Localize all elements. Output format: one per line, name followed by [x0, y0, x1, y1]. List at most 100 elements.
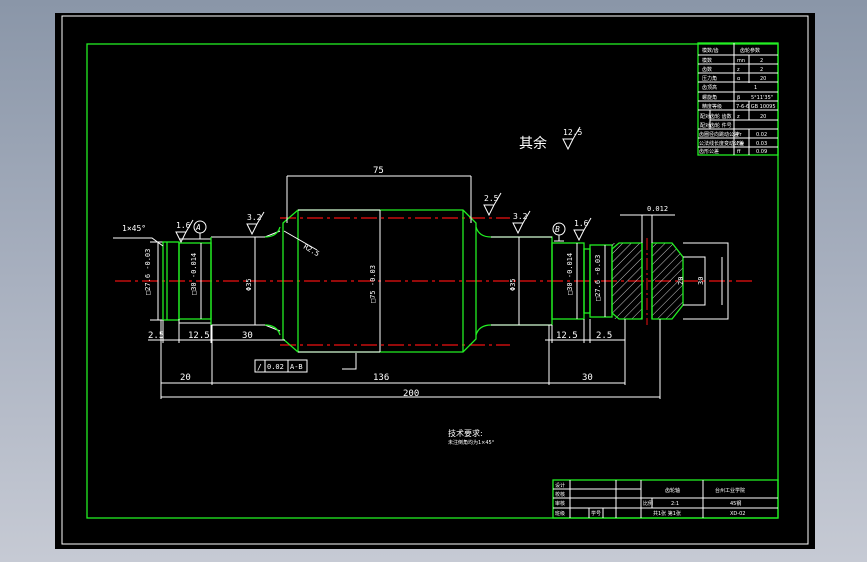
surface-roughness-note: 其余 12.5: [519, 126, 582, 152]
surface-note-label: 其余: [519, 135, 547, 152]
param-symbol: Fw: [737, 141, 744, 147]
dimension-30-right: 30: [582, 373, 593, 383]
diameter-right-bearing: □30 -0.014: [566, 253, 574, 295]
roughness-value: 1.6: [176, 221, 191, 230]
tolerance-value: 0.02: [267, 363, 284, 371]
diameter-right-end: □27.6 -0.03: [594, 255, 602, 301]
surface-note-value: 12.5: [563, 128, 582, 137]
diameter-gear-outer: 30: [697, 277, 705, 285]
param-value: 20: [760, 114, 766, 120]
param-label: 公法线长度变动公差: [699, 140, 744, 147]
title-block: 设计 校核 审核 班级 学号 齿轮轴 台州工业学院 比例 2:1 45钢 共1张…: [552, 479, 779, 519]
part-name: 齿轮轴: [665, 487, 680, 494]
tech-req-line: 未注倒角均为1×45°: [448, 439, 495, 446]
roughness-value: 3.2: [513, 212, 528, 221]
dimension-30-left: 30: [242, 331, 253, 341]
param-symbol: z: [737, 67, 740, 73]
shaft-drawing: [115, 209, 755, 353]
drawing-number: XD-02: [730, 511, 745, 517]
reviewer-label: 审核: [555, 500, 565, 507]
material: 45钢: [730, 500, 741, 507]
param-symbol: Fr: [737, 132, 743, 138]
roughness-symbols: 1.6 3.2 2.5 3.2 1.6: [175, 192, 592, 244]
roughness-symbol-icon: [246, 211, 265, 236]
diameter-left-shaft: Φ35: [245, 278, 253, 291]
param-label: 齿数: [702, 66, 712, 73]
param-header-label: 模数/齿: [702, 47, 719, 54]
roughness-symbol-icon: [483, 192, 502, 217]
param-value: 20: [760, 76, 766, 82]
diameter-center: □75 -0.03: [369, 265, 377, 303]
dimension-200: 200: [403, 389, 419, 399]
param-value: 7-6-6 GB 10095: [736, 104, 776, 110]
dimension-12.5-right: 12.5: [556, 331, 578, 341]
param-value: 2: [760, 58, 763, 64]
diameter-right-shaft: Φ35: [509, 278, 517, 291]
roughness-symbol-icon: [175, 219, 194, 244]
dimension-136: 136: [373, 373, 389, 383]
param-symbol: mn: [737, 58, 745, 64]
param-label: 齿形公差: [699, 148, 719, 155]
param-label: 齿顶高: [702, 84, 717, 91]
datum-label: A: [195, 223, 201, 232]
param-symbol: β: [737, 95, 740, 101]
roughness-value: 3.2: [247, 213, 262, 222]
param-value: 5°11'35": [751, 95, 773, 101]
keyway-tolerance: 0.012: [647, 205, 668, 213]
scale-value: 2:1: [671, 501, 679, 507]
drawing-viewport[interactable]: 模数/齿 齿轮参数 模数 mn 2 齿数 z 2 压力角 α 20 齿顶高 1 …: [55, 13, 815, 549]
drawing-canvas: 模数/齿 齿轮参数 模数 mn 2 齿数 z 2 压力角 α 20 齿顶高 1 …: [61, 15, 809, 545]
class-label: 班级: [555, 510, 565, 517]
sheet-count: 共1张 第1张: [653, 510, 681, 517]
diameter-gear-inner: 20: [677, 277, 685, 285]
param-value: 0.02: [756, 132, 767, 138]
scale-label: 比例: [643, 500, 653, 507]
tech-req-title: 技术要求:: [448, 428, 483, 438]
dimensions: 75 □27.6 -0.03 □30 -0.014 Φ35 □75 -0.03 …: [113, 166, 723, 399]
roughness-value: 2.5: [484, 194, 499, 203]
datum-a: A: [193, 220, 207, 240]
dimension-20: 20: [180, 373, 191, 383]
datum-b: B: [552, 222, 566, 242]
roughness-symbol-icon: [512, 210, 531, 235]
checker-label: 校核: [555, 491, 565, 498]
runout-tolerance-frame: / 0.02 A-B: [254, 353, 357, 373]
diameter-left-end: □27.6 -0.03: [144, 249, 152, 295]
param-label: 配对齿轮 齿数: [700, 113, 732, 120]
roughness-symbol-icon: [562, 126, 581, 151]
param-symbol: ff: [737, 149, 741, 155]
param-label: 压力角: [702, 75, 717, 82]
diameter-left-bearing: □30 -0.014: [190, 253, 198, 295]
section-hatch: [652, 243, 683, 319]
dimension-12.5-left: 12.5: [188, 331, 210, 341]
param-symbol: α: [737, 76, 741, 82]
param-value: 2: [760, 67, 763, 73]
student-id-label: 学号: [591, 510, 601, 517]
drawing-frame: [86, 43, 779, 519]
param-label: 精度等级: [702, 103, 722, 110]
param-label: 模数: [702, 57, 712, 64]
param-value: 0.03: [756, 141, 767, 147]
runout-symbol-icon: /: [257, 363, 262, 372]
dimension-groove-radius: R2.5: [302, 243, 321, 258]
param-symbol: z: [737, 114, 740, 120]
param-label: 配对齿轮 件号: [700, 122, 732, 129]
school-name: 台州工业学院: [715, 487, 745, 494]
param-header-value: 齿轮参数: [740, 47, 760, 54]
dimension-75: 75: [373, 166, 384, 176]
datum-label: B: [555, 225, 560, 234]
param-value: 0.09: [756, 149, 767, 155]
sheet-border: [61, 15, 809, 545]
param-value: 1: [754, 85, 757, 91]
tolerance-datum: A-B: [290, 363, 303, 371]
technical-requirements: 技术要求: 未注倒角均为1×45°: [448, 428, 495, 446]
param-label: 螺旋角: [702, 94, 717, 101]
section-hatch: [612, 243, 642, 319]
param-label: 齿圈径向跳动公差: [699, 131, 739, 138]
dimension-2.5-left: 2.5: [148, 331, 164, 341]
roughness-value: 1.6: [574, 219, 589, 228]
dimension-2.5-right: 2.5: [596, 331, 612, 341]
chamfer-note: 1×45°: [122, 224, 146, 233]
gear-parameter-table: 模数/齿 齿轮参数 模数 mn 2 齿数 z 2 压力角 α 20 齿顶高 1 …: [697, 42, 779, 156]
roughness-symbol-icon: [573, 217, 592, 242]
